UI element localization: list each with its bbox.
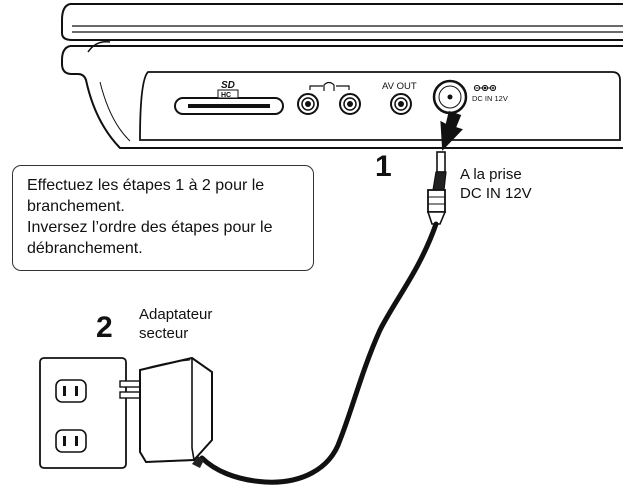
sd-hc-logo-icon: SD HC [217, 80, 239, 99]
dc-polarity-icon [473, 84, 497, 92]
ac-adapter [119, 356, 213, 468]
note-line-4: débranchement. [27, 240, 143, 257]
note-line-3: Inversez l’ordre des étapes pour le [27, 219, 273, 236]
step-2-caption-line-2: secteur [139, 325, 189, 342]
wall-outlet [39, 357, 127, 469]
step-2-caption-line-1: Adaptateur [139, 306, 213, 323]
sd-logo-bottom: HC [221, 92, 231, 99]
headphone-jack-left [297, 93, 319, 115]
dc-in-label: DC IN 12V [472, 94, 508, 103]
step-1-caption-line-2: DC IN 12V [460, 185, 532, 202]
dc-in-jack [432, 79, 468, 115]
step-2-number: 2 [96, 311, 113, 344]
headphone-jack-right [339, 93, 361, 115]
note-line-2: branchement. [27, 198, 125, 215]
note-line-1: Effectuez les étapes 1 à 2 pour le [27, 177, 265, 194]
sd-logo-top: SD [221, 80, 235, 91]
dc-plug [426, 151, 447, 225]
av-out-jack [390, 93, 412, 115]
av-out-label: AV OUT [382, 81, 417, 92]
instruction-note: Effectuez les étapes 1 à 2 pour le branc… [12, 165, 314, 271]
power-cable [199, 221, 439, 485]
step-1-number: 1 [375, 150, 392, 183]
headphone-icon [309, 81, 350, 91]
dvd-player [61, 3, 623, 149]
step-1-caption-line-1: A la prise [460, 166, 522, 183]
sd-card-slot [174, 97, 284, 115]
insert-arrow-icon [440, 111, 463, 151]
